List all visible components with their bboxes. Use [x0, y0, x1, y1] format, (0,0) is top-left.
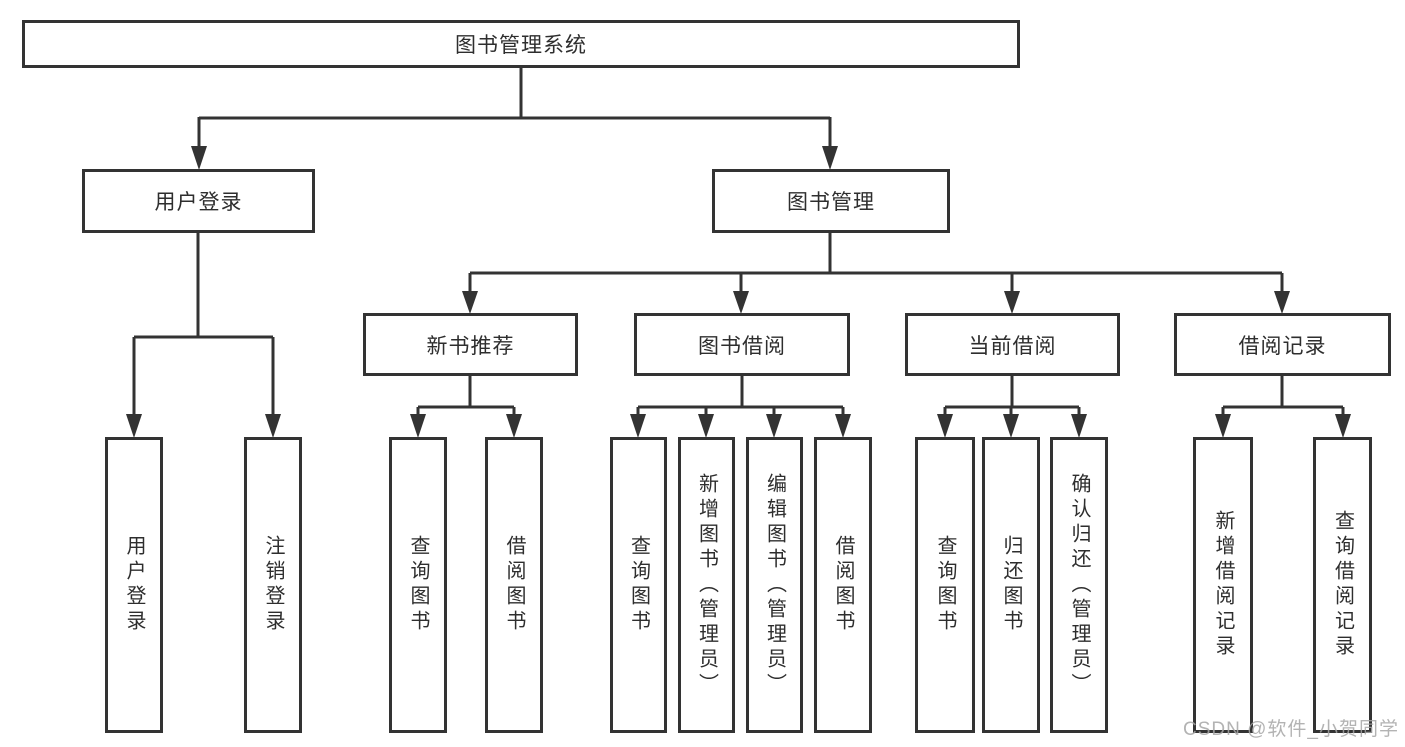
- node-new-book-recommend: 新书推荐: [363, 313, 578, 376]
- node-borrow-record: 借阅记录: [1174, 313, 1391, 376]
- leaf-borrow-books-recommend: 借阅图书: [485, 437, 543, 733]
- leaf-return-books: 归还图书: [982, 437, 1040, 733]
- leaf-query-books-current: 查询图书: [915, 437, 975, 733]
- arrowheads: [126, 146, 1351, 438]
- leaf-logout: 注销登录: [244, 437, 302, 733]
- csdn-watermark: CSDN @软件_小贺同学: [1183, 719, 1399, 740]
- node-book-borrow: 图书借阅: [634, 313, 850, 376]
- leaf-query-books-borrow: 查询图书: [610, 437, 667, 733]
- leaf-add-borrow-record: 新增借阅记录: [1193, 437, 1253, 733]
- leaf-query-books-recommend: 查询图书: [389, 437, 447, 733]
- leaf-add-books-admin: 新增图书（管理员）: [678, 437, 735, 733]
- leaf-edit-books-admin: 编辑图书（管理员）: [746, 437, 803, 733]
- node-user-login: 用户登录: [82, 169, 315, 233]
- leaf-user-login: 用户登录: [105, 437, 163, 733]
- leaf-confirm-return-admin: 确认归还（管理员）: [1050, 437, 1108, 733]
- leaf-query-borrow-record: 查询借阅记录: [1313, 437, 1372, 733]
- leaf-borrow-books: 借阅图书: [814, 437, 872, 733]
- node-current-borrow: 当前借阅: [905, 313, 1120, 376]
- node-library-management-system: 图书管理系统: [22, 20, 1020, 68]
- node-book-management: 图书管理: [712, 169, 950, 233]
